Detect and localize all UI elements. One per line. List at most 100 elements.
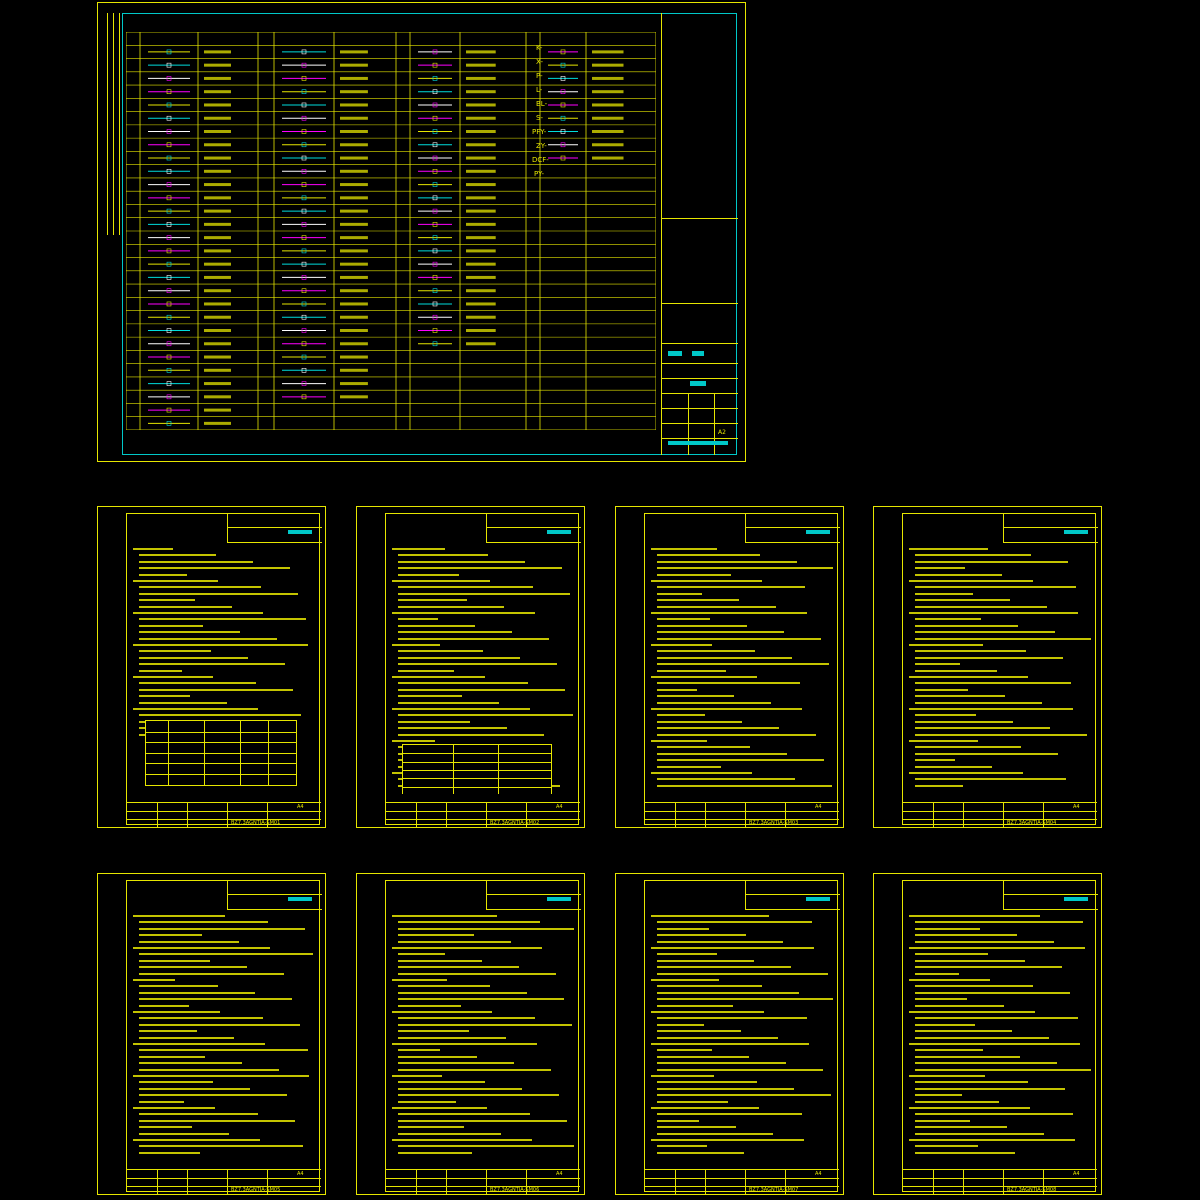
legend-symbol-mark [301, 381, 307, 386]
legend-code: BL- [536, 100, 548, 108]
legend-description-text [466, 342, 496, 346]
legend-code: X- [536, 58, 543, 66]
legend-description-text [340, 103, 368, 107]
legend-description-text [204, 395, 231, 399]
legend-symbol-mark [166, 222, 172, 227]
legend-symbol-mark [560, 129, 566, 134]
sheet-header [1003, 514, 1098, 543]
legend-symbol-mark [560, 115, 566, 121]
legend-description-text [204, 262, 231, 266]
legend-description-text [204, 130, 231, 133]
sheet-header [745, 881, 840, 910]
legend-code: ZY- [536, 142, 547, 150]
legend-code: K- [536, 44, 543, 52]
sheet-body-text [392, 915, 574, 1161]
legend-description-text [466, 289, 496, 293]
legend-code: PFY- [532, 128, 547, 136]
legend-description-text [592, 116, 624, 120]
legend-description-text [204, 50, 231, 54]
legend-description-text [592, 130, 624, 133]
sheet-size: A4 [815, 804, 822, 810]
sheet-header [745, 514, 840, 543]
legend-description-text [204, 169, 231, 173]
legend-description-text [340, 209, 368, 213]
legend-symbol-mark [166, 102, 172, 108]
legend-symbol-mark [432, 275, 438, 280]
sheet-table [402, 744, 552, 794]
legend-symbol-mark [166, 261, 172, 267]
legend-symbol-mark [301, 155, 307, 161]
legend-description-text [340, 143, 368, 147]
legend-description-text [466, 275, 496, 279]
legend-symbol-mark [301, 169, 307, 174]
legend-description-text [466, 196, 496, 200]
sheet-code: BZ7.3AGNTIA-SM08 [1007, 1187, 1057, 1193]
legend-description-text [466, 315, 496, 319]
legend-description-text [340, 236, 368, 240]
legend-description-text [204, 196, 231, 200]
legend-symbol-mark [560, 89, 566, 95]
legend-symbol-mark [166, 142, 172, 148]
legend-symbol-mark [166, 76, 172, 81]
legend-description-text [466, 130, 496, 133]
legend-description-text [592, 90, 624, 94]
main-sheet-size: A2 [718, 429, 726, 436]
legend-code-column: K- X- P- L- BL- S- PFY- ZY- DCF- PY- [532, 44, 586, 184]
sheet-code: BZ7.3AGNTIA-SM02 [490, 820, 540, 826]
binding-strip [101, 13, 120, 235]
legend-description-text [204, 236, 231, 240]
legend-symbol-mark [166, 407, 172, 413]
legend-description-text [340, 262, 368, 266]
legend-symbol-mark [432, 169, 438, 174]
legend-description-text [204, 421, 231, 425]
legend-description-text [340, 329, 368, 332]
legend-description-text [466, 116, 496, 120]
legend-symbol-mark [301, 76, 307, 81]
sheet-header [486, 514, 581, 543]
legend-symbol-mark [301, 367, 307, 373]
sheet-size: A4 [815, 1171, 822, 1177]
legend-description-text [466, 143, 496, 147]
legend-description-text [340, 196, 368, 200]
sheet-body-text [909, 915, 1091, 1161]
legend-symbol-mark [301, 222, 307, 227]
legend-description-text [204, 63, 231, 67]
legend-description-text [340, 355, 368, 359]
legend-symbol-mark [166, 421, 172, 426]
legend-description-text [340, 382, 368, 386]
sheet-size: A4 [1073, 804, 1080, 810]
legend-symbol-mark [432, 129, 438, 134]
legend-symbol-mark [432, 222, 438, 227]
legend-symbol-mark [560, 102, 566, 108]
legend-description-text [466, 236, 496, 240]
legend-description-text [204, 156, 231, 160]
sheet-table [145, 720, 297, 786]
legend-symbol-mark [432, 102, 438, 108]
legend-description-text [592, 143, 624, 147]
legend-symbol-mark [166, 301, 172, 307]
legend-code: PY- [534, 170, 545, 178]
legend-description-text [340, 395, 368, 399]
sheet-body-text [392, 548, 574, 794]
legend-description-text [204, 249, 231, 253]
legend-symbol-mark [301, 394, 307, 400]
legend-symbol-mark [560, 76, 566, 81]
sheet-size: A4 [297, 1171, 304, 1177]
legend-symbol-mark [560, 49, 566, 55]
legend-symbol-mark [432, 155, 438, 161]
legend-code: S- [536, 114, 543, 122]
legend-description-text [340, 183, 368, 187]
legend-description-text [466, 262, 496, 266]
legend-description-text [204, 76, 231, 80]
